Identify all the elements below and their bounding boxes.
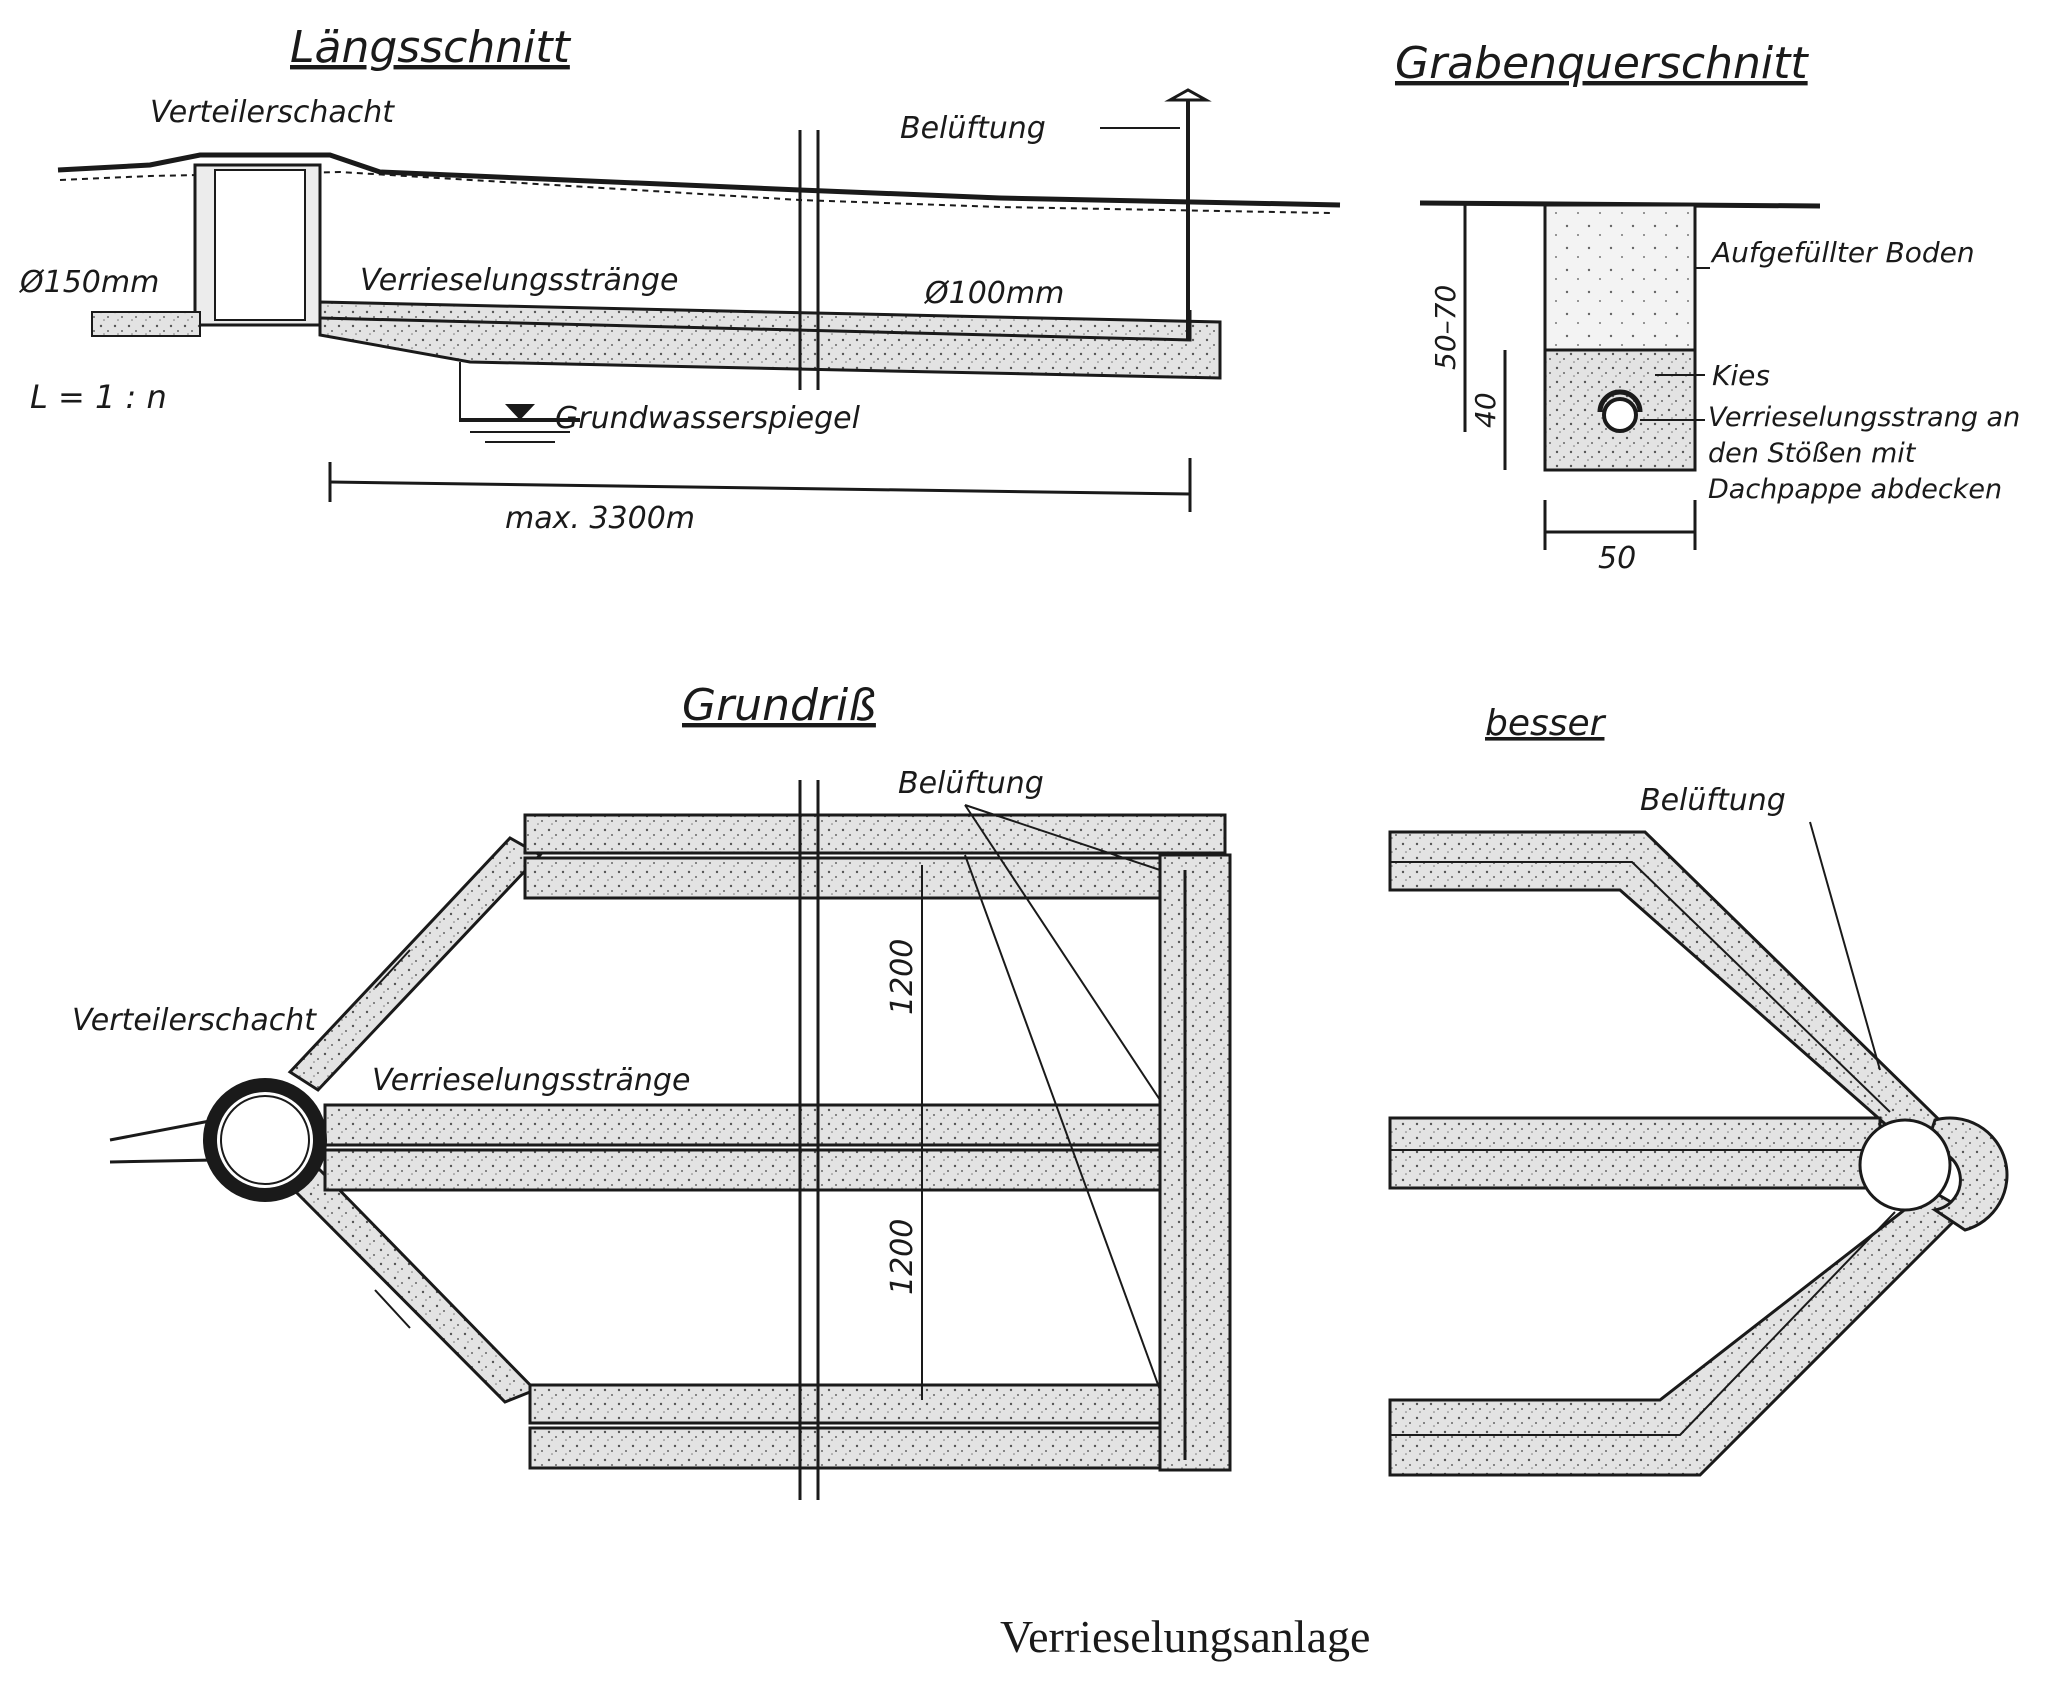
plan-ventilation-leader-3 bbox=[964, 804, 1161, 871]
better-variant-title: besser bbox=[1485, 703, 1607, 744]
plan-strand-mid-2 bbox=[323, 1148, 1167, 1192]
groundwater-level-label: Grundwasserspiegel bbox=[555, 401, 861, 436]
better-middle-strand bbox=[1388, 1116, 1882, 1190]
ground-surface-line bbox=[57, 152, 1341, 208]
plan-distribution-shaft-label: Verteilerschacht bbox=[72, 1003, 317, 1038]
inlet-diameter-label: Ø150mm bbox=[18, 265, 159, 300]
spacing-lower-label: 1200 bbox=[885, 1219, 920, 1295]
backfill-label: Aufgefüllter Boden bbox=[1710, 236, 1975, 269]
plan-ventilation-label: Belüftung bbox=[898, 766, 1044, 801]
plan-ventilation-leader-1 bbox=[964, 804, 1161, 1101]
trench-roofing-felt bbox=[1597, 389, 1643, 413]
plan-strand-top-1 bbox=[523, 813, 1227, 855]
plan-diagonal-upper bbox=[287, 836, 543, 1092]
backfill-label-text: Aufgefüllter Boden bbox=[1710, 236, 1975, 269]
max-length-label: max. 3300m bbox=[505, 501, 695, 536]
plan-distribution-shaft-text: Verteilerschacht bbox=[72, 1003, 317, 1038]
ventilation-label: Belüftung bbox=[900, 111, 1046, 146]
irrigation-strands-label: Verrieselungsstränge bbox=[360, 263, 678, 298]
ventilation-cap bbox=[1164, 88, 1212, 102]
plan-inlet-pipe bbox=[109, 1118, 216, 1164]
max-length-dimension bbox=[329, 480, 1191, 496]
strand-note-label: Verrieselungsstrang an den Stößen mit Da… bbox=[1708, 402, 2021, 505]
trench-width-label: 50 bbox=[1598, 541, 1636, 576]
plan-strand-bottom-1 bbox=[528, 1383, 1232, 1425]
plan-view: Grundriß Belüftung bbox=[72, 680, 1232, 1500]
trench-strand-pipe bbox=[1602, 397, 1638, 433]
ground-surface-hatch bbox=[59, 170, 1331, 214]
better-ventilation-leader bbox=[1809, 821, 1881, 1071]
better-lower-strand bbox=[1388, 1188, 1968, 1477]
plan-irrigation-strands-label: Verrieselungsstränge bbox=[372, 1063, 690, 1098]
depth-range-label: 50–70 bbox=[1429, 285, 1462, 370]
trench-cross-section: Grabenquerschnitt 50–70 40 50 Aufgefüllt… bbox=[1395, 38, 2021, 576]
better-ventilation-label: Belüftung bbox=[1640, 783, 1786, 818]
plan-distribution-shaft-ring bbox=[203, 1078, 327, 1202]
plan-diagonal-lower bbox=[287, 1166, 538, 1404]
strand-note-box: Verrieselungsstrang an den Stößen mit Da… bbox=[1708, 402, 2021, 505]
gravel-depth-label: 40 bbox=[1469, 392, 1502, 428]
groundwater-symbol bbox=[505, 404, 535, 420]
figure-caption: Verrieselungsanlage bbox=[1000, 1611, 1370, 1662]
flow-arrow-lower bbox=[374, 1289, 411, 1329]
gravel-label: Kies bbox=[1712, 359, 1770, 392]
trench-gravel bbox=[1543, 348, 1697, 472]
plan-strand-top-2 bbox=[523, 856, 1167, 900]
better-distribution-shaft bbox=[1858, 1118, 1952, 1212]
plan-collector-trench bbox=[1158, 853, 1232, 1472]
trench-backfill bbox=[1543, 203, 1697, 352]
better-variant: besser Belüftung bbox=[1388, 703, 2009, 1477]
distribution-shaft-label: Verteilerschacht bbox=[150, 95, 395, 130]
strand-diameter-label: Ø100mm bbox=[923, 276, 1064, 311]
groundwater-wave bbox=[470, 431, 570, 443]
strand-trench bbox=[318, 300, 1222, 380]
flow-arrow-upper bbox=[374, 949, 411, 989]
plan-strand-bottom-2 bbox=[528, 1426, 1232, 1470]
spacing-upper-label: 1200 bbox=[885, 939, 920, 1015]
inlet-pipe bbox=[91, 311, 201, 337]
longitudinal-section: Längsschnitt Verteilerschacht Belüftung … bbox=[18, 22, 1341, 536]
trench-cross-section-title: Grabenquerschnitt bbox=[1395, 38, 1809, 89]
distribution-shaft-interior bbox=[214, 169, 306, 321]
longitudinal-section-title: Längsschnitt bbox=[290, 22, 572, 73]
plan-strand-mid-1 bbox=[323, 1103, 1167, 1147]
plan-view-title: Grundriß bbox=[682, 680, 876, 731]
plan-distribution-shaft bbox=[220, 1095, 310, 1185]
plan-ventilation-leader-2 bbox=[964, 854, 1161, 1391]
slope-note-label: L = 1 : n bbox=[30, 378, 167, 416]
better-pipe-lines bbox=[1390, 861, 1896, 1436]
